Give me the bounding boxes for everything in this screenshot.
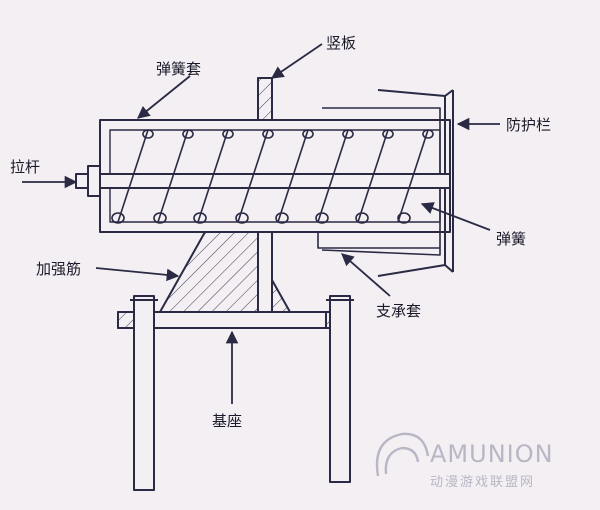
spring <box>111 129 434 224</box>
label-spring-sleeve: 弹簧套 <box>156 60 201 78</box>
label-spring: 弹簧 <box>496 230 526 248</box>
arrow-support-sleeve <box>341 253 391 297</box>
label-support-sleeve: 支承套 <box>376 302 421 320</box>
arrow-reinforcing-rib <box>95 267 180 282</box>
arrow-spring-sleeve <box>137 75 191 119</box>
label-guard-rail: 防护栏 <box>506 116 551 134</box>
vertical-plate <box>257 77 273 121</box>
watermark-subtitle: 动漫游戏联盟网 <box>430 475 535 490</box>
support-sleeve <box>317 232 440 249</box>
label-reinforcing-rib: 加强筋 <box>36 260 81 278</box>
arrow-spring <box>420 202 491 231</box>
label-vertical-plate: 竖板 <box>326 34 356 52</box>
label-pull-rod: 拉杆 <box>10 158 40 176</box>
right-leg <box>329 295 351 483</box>
reinforcing-rib <box>159 231 259 313</box>
watermark: AMUNION 动漫游戏联盟网 <box>375 432 554 490</box>
pull-rod-end <box>87 165 101 197</box>
watermark-logo-icon <box>375 432 430 477</box>
left-leg <box>133 295 155 491</box>
label-base: 基座 <box>212 412 242 430</box>
arrow-vertical-plate <box>270 43 323 79</box>
watermark-brand: AMUNION <box>430 440 554 468</box>
vertical-plate-lower <box>257 231 273 313</box>
